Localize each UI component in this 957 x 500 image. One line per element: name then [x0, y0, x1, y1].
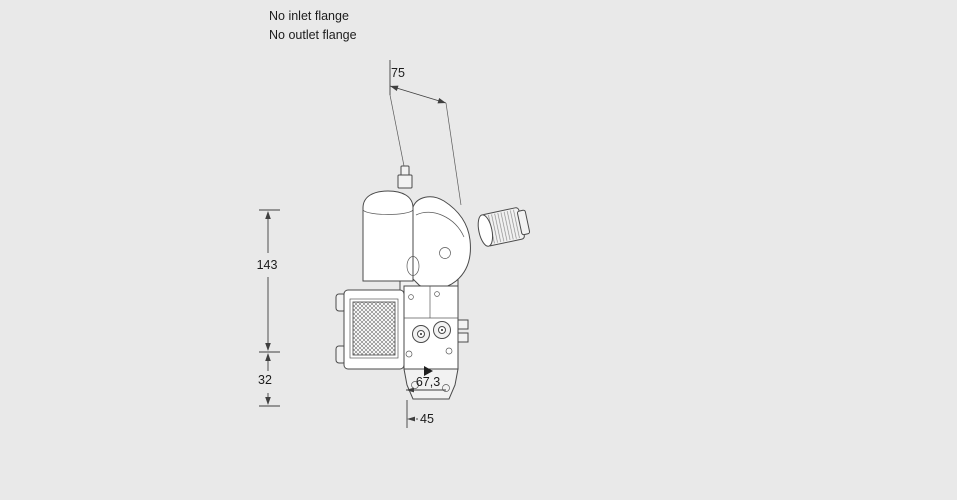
housing-screw: [439, 247, 451, 259]
strainer-frame: [349, 298, 399, 359]
dimension-75: 75: [389, 60, 462, 206]
solenoid-housing: [412, 196, 471, 290]
strainer-mesh: [352, 301, 396, 356]
note-no-outlet-flange: No outlet flange: [269, 28, 357, 42]
dimension-143-label: 143: [257, 258, 278, 272]
knob-face: [477, 214, 494, 247]
dimension-67-3: 67,3: [406, 375, 446, 393]
dimension-32: 32: [258, 353, 280, 407]
connector-knob: [477, 207, 531, 247]
arrowhead-icon: [265, 397, 271, 405]
arrowhead-icon: [265, 353, 271, 361]
arrowhead-icon: [390, 85, 399, 91]
arrowhead-icon: [265, 343, 271, 351]
dimension-45: 45: [406, 400, 434, 428]
knob-tip: [516, 209, 531, 236]
arrowhead-icon: [437, 98, 446, 104]
valve-drawing: [335, 165, 531, 400]
dimension-67-3-label: 67,3: [416, 375, 440, 389]
dimension-45-label: 45: [420, 412, 434, 426]
housing-cover-edge: [415, 211, 465, 238]
actuator-cylinder: [362, 190, 414, 282]
base-screw: [442, 384, 450, 392]
housing-boss: [406, 256, 420, 276]
actuator-stem: [397, 174, 413, 189]
body-screw: [405, 350, 413, 358]
dimension-143: 143: [257, 209, 280, 353]
outlet-step-top: [457, 319, 469, 330]
flow-direction-arrow-icon: [424, 366, 433, 376]
body-screw: [408, 294, 414, 300]
body-screw: [434, 291, 440, 297]
outlet-step-bottom: [457, 332, 469, 343]
base-screw: [411, 381, 419, 389]
port-left: [412, 325, 430, 343]
arrowhead-icon: [407, 416, 415, 422]
dimension-32-label: 32: [258, 373, 272, 387]
arrowhead-icon: [406, 387, 414, 393]
note-no-inlet-flange: No inlet flange: [269, 9, 349, 23]
port-right: [433, 321, 451, 339]
dimension-75-label: 75: [391, 66, 405, 80]
arrowhead-icon: [265, 211, 271, 219]
knob-knurling: [484, 209, 522, 245]
cylinder-seam: [362, 209, 414, 215]
annotation-notes: No inlet flange No outlet flange: [269, 9, 357, 42]
body-screw: [445, 347, 453, 355]
